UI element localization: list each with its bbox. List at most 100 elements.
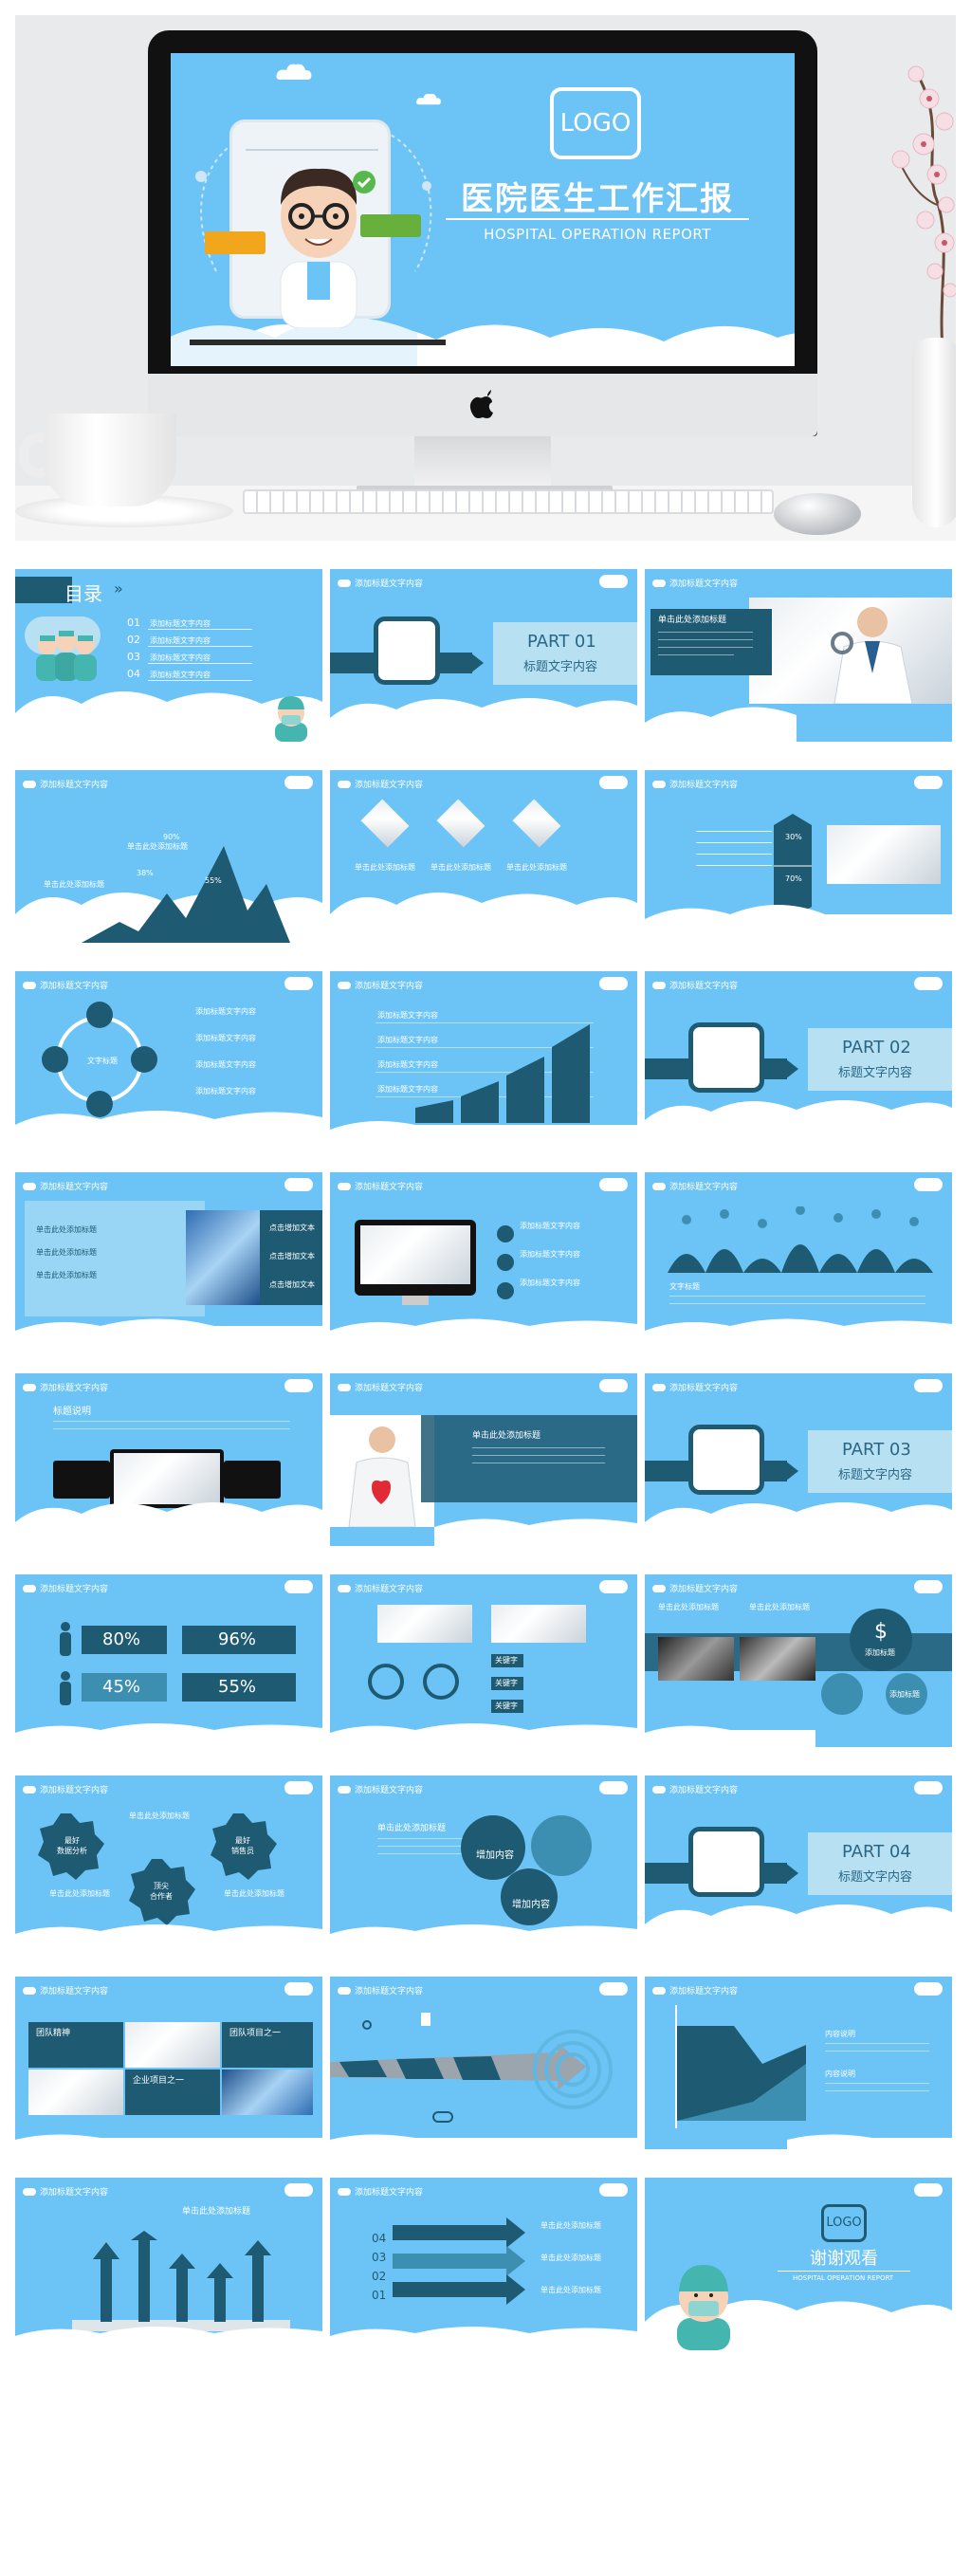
add-text-button[interactable]: 点击增加文本 bbox=[269, 1280, 315, 1289]
slide-percent-people[interactable]: 添加标题文字内容 80% 96% 45% 55% bbox=[15, 1574, 322, 1747]
slide-road[interactable]: 添加标题文字内容 bbox=[330, 1977, 637, 2149]
cloud-bank bbox=[15, 690, 322, 742]
step-number: 03 bbox=[372, 2251, 387, 2264]
photo bbox=[125, 2022, 220, 2068]
header-text: 添加标题文字内容 bbox=[40, 982, 109, 991]
circle-label: 添加标题 bbox=[889, 1690, 920, 1699]
arrow-stack bbox=[393, 2217, 525, 2305]
bw-photo bbox=[658, 1637, 734, 1681]
header-text: 添加标题文字内容 bbox=[40, 1183, 109, 1192]
slide-devices[interactable]: 添加标题文字内容 标题说明 bbox=[15, 1373, 322, 1546]
cloud-icon bbox=[284, 1781, 313, 1794]
arrow-bar-chart bbox=[93, 2231, 271, 2322]
cloud-bank bbox=[787, 2134, 952, 2149]
section-title: 标题说明 bbox=[53, 1407, 91, 1417]
cloud-icon bbox=[284, 2183, 313, 2197]
slide-part-03[interactable]: 添加标题文字内容 PART 03 标题文字内容 bbox=[645, 1373, 952, 1546]
badge-icon bbox=[38, 1813, 104, 1880]
slide-header: 添加标题文字内容 bbox=[338, 1381, 423, 1393]
slide-doctor-heart[interactable]: 添加标题文字内容 单击此处添加标题 bbox=[330, 1373, 637, 1546]
cloud-icon bbox=[599, 1781, 628, 1794]
item-title: 添加标题文字内容 bbox=[520, 1250, 580, 1259]
slide-badges[interactable]: 添加标题文字内容 最好 数据分析 顶尖 合作者 最好 销售员 单击此处添加标题 … bbox=[15, 1776, 322, 1948]
header-text: 添加标题文字内容 bbox=[355, 1384, 424, 1393]
bicycle-icon bbox=[432, 2111, 453, 2123]
photo bbox=[491, 1605, 586, 1643]
slide-header: 添加标题文字内容 bbox=[652, 1582, 738, 1594]
stat-value: 80% bbox=[102, 1629, 141, 1649]
chart-title: 单击此处添加标题 bbox=[127, 842, 188, 851]
check-icon bbox=[353, 171, 376, 193]
toc-label: 添加标题文字内容 bbox=[150, 619, 211, 628]
cloud-icon bbox=[599, 1580, 628, 1593]
item-title: 单击此处添加标题 bbox=[749, 1603, 810, 1611]
monitor-stand bbox=[414, 436, 551, 486]
cloud-bank bbox=[330, 1318, 637, 1345]
item-title: 添加标题文字内容 bbox=[195, 1087, 256, 1095]
signal-icon bbox=[531, 1815, 592, 1876]
slide-cycle-diagram[interactable]: 添加标题文字内容 文字标题 添加标题文字内容 添加标题文字内容 添加标题文字内容… bbox=[15, 971, 322, 1144]
slide-teamwork-grid[interactable]: 添加标题文字内容 团队精神 团队项目之一 企业项目之一 bbox=[15, 1977, 322, 2149]
toc-label: 添加标题文字内容 bbox=[150, 671, 211, 679]
link-icon bbox=[501, 1868, 558, 1925]
team-icon-frame bbox=[688, 1022, 764, 1093]
slide-header: 添加标题文字内容 bbox=[652, 1180, 738, 1192]
item-title: 单击此处添加标题 bbox=[658, 1603, 719, 1611]
slide-area-chart[interactable]: 添加标题文字内容 内容说明 内容说明 bbox=[645, 1977, 952, 2149]
slide-part-04[interactable]: 添加标题文字内容 PART 04 标题文字内容 bbox=[645, 1776, 952, 1948]
peak-label: 90% bbox=[163, 833, 180, 841]
slide-peak-chart[interactable]: 添加标题文字内容 90% 55% 38% 25% 单击此处添加标题 单击此处添加… bbox=[15, 770, 322, 943]
slide-arrow-bars[interactable]: 添加标题文字内容 单击此处添加标题 bbox=[15, 2178, 322, 2350]
monitor-photo bbox=[114, 1453, 220, 1504]
cloud-bank bbox=[330, 892, 637, 943]
circle-icon bbox=[886, 1673, 927, 1715]
platform bbox=[72, 2320, 290, 2331]
person-icon bbox=[60, 1671, 71, 1705]
slide-bubbles[interactable]: 添加标题文字内容 单击此处添加标题 增加内容 增加内容 bbox=[330, 1776, 637, 1948]
row-label: 添加标题文字内容 bbox=[377, 1036, 438, 1044]
slide-stair-bars[interactable]: 添加标题文字内容 添加标题文字内容 添加标题文字内容 添加标题文字内容 添加标题… bbox=[330, 971, 637, 1144]
step-number: 02 bbox=[372, 2270, 387, 2283]
slide-money-gears[interactable]: 添加标题文字内容 单击此处添加标题 单击此处添加标题 $ 添加标题 添加标题 bbox=[645, 1574, 952, 1747]
badge-icon bbox=[211, 1813, 277, 1880]
slide-header: 添加标题文字内容 bbox=[652, 577, 738, 589]
cloud-icon bbox=[284, 1580, 313, 1593]
cloud-bank bbox=[330, 1121, 637, 1144]
slide-three-photos[interactable]: 添加标题文字内容 单击此处添加标题 单击此处添加标题 单击此处添加标题 bbox=[330, 770, 637, 943]
badge-label: 最好 销售员 bbox=[231, 1836, 254, 1855]
cherry-blossom-branch bbox=[891, 65, 956, 366]
slide-doctor-photo[interactable]: 添加标题文字内容 单击此处添加标题 bbox=[645, 569, 952, 742]
item-title: 单击此处添加标题 bbox=[431, 863, 491, 872]
dollar-icon: $ bbox=[850, 1609, 912, 1671]
tile-title: 团队项目之一 bbox=[229, 2029, 282, 2038]
keyword-label: 关键字 bbox=[495, 1656, 518, 1665]
slide-ending[interactable]: LOGO 谢谢观看 HOSPITAL OPERATION REPORT bbox=[645, 2178, 952, 2350]
panel-title: 单击此处添加标题 bbox=[658, 616, 727, 625]
step-number: 04 bbox=[372, 2232, 387, 2245]
add-text-button[interactable]: 点击增加文本 bbox=[269, 1252, 315, 1260]
slide-numbered-arrows[interactable]: 添加标题文字内容 04 03 02 01 单击此处添加标题 单击此处添加标题 单… bbox=[330, 2178, 637, 2350]
slide-building[interactable]: 添加标题文字内容 单击此处添加标题 单击此处添加标题 单击此处添加标题 点击增加… bbox=[15, 1172, 322, 1345]
slide-part-01[interactable]: 添加标题文字内容 PART 01 标题文字内容 bbox=[330, 569, 637, 742]
part-subtitle: 标题文字内容 bbox=[838, 1468, 913, 1482]
slide-imac-photo[interactable]: 添加标题文字内容 添加标题文字内容 添加标题文字内容 添加标题文字内容 bbox=[330, 1172, 637, 1345]
slide-keywords[interactable]: 添加标题文字内容 关键字 关键字 关键字 bbox=[330, 1574, 637, 1747]
photo bbox=[377, 1605, 472, 1643]
cloud-icon bbox=[284, 1982, 313, 1996]
slide-mountain-pins[interactable]: 添加标题文字内容 文字标题 bbox=[645, 1172, 952, 1345]
slide-header: 添加标题文字内容 bbox=[652, 1984, 738, 1996]
tile-title: 团队精神 bbox=[36, 2029, 71, 2038]
area-chart bbox=[677, 2026, 806, 2121]
slide-header: 添加标题文字内容 bbox=[338, 2185, 423, 2198]
peak-label: 25% bbox=[102, 901, 119, 910]
stat-bar bbox=[82, 1626, 167, 1654]
hero-title: 医院医生工作汇报 bbox=[461, 180, 734, 218]
slide-hexagon-stats[interactable]: 添加标题文字内容 30% 70% bbox=[645, 770, 952, 943]
slide-part-02[interactable]: 添加标题文字内容 PART 02 标题文字内容 bbox=[645, 971, 952, 1144]
add-text-button[interactable]: 点击增加文本 bbox=[269, 1224, 315, 1232]
